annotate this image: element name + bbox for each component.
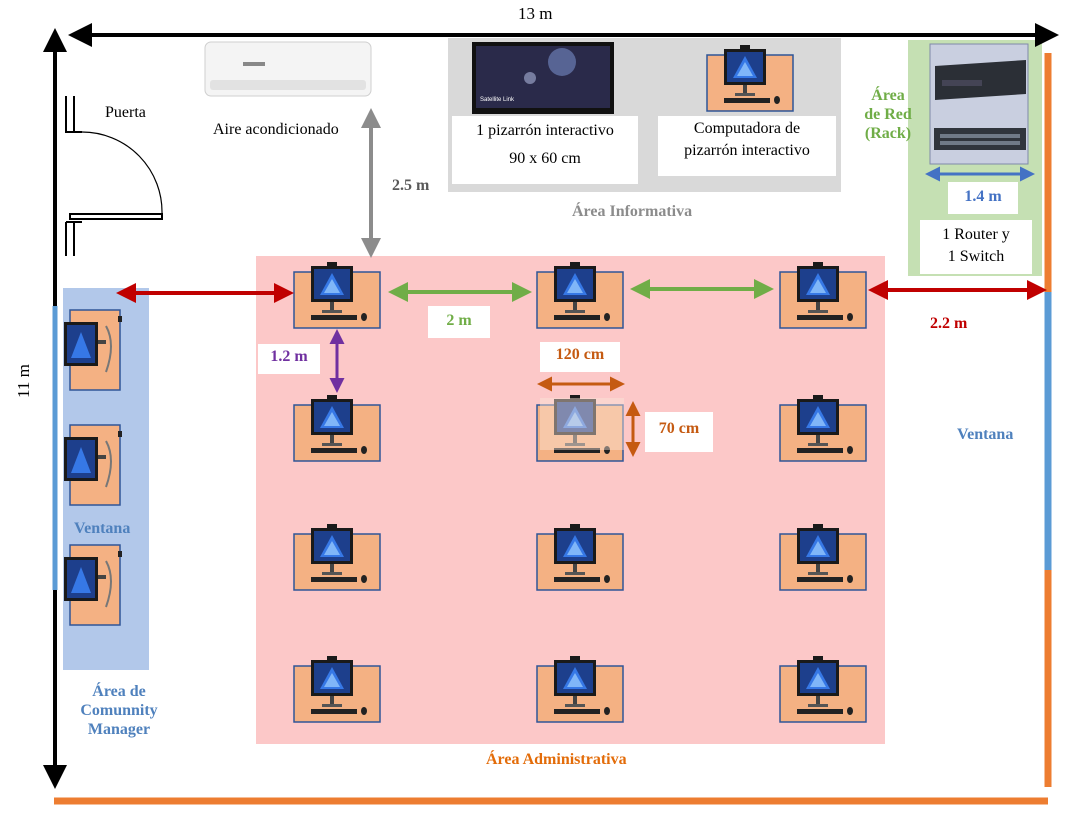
admin-workstation-r2-c1 [293,394,381,462]
board-computer-label-line2: pizarrón interactivo [684,141,810,159]
door-symbol [65,96,163,256]
network-title-line3: (Rack) [864,125,912,143]
community-workstation-1 [63,309,123,391]
rack-width-label: 1.4 m [948,182,1018,214]
admin-area-title: Área Administrativa [486,751,627,768]
desk-width-label: 120 cm [540,342,620,372]
network-equipment-label: 1 Router y 1 Switch [920,220,1032,274]
admin-workstation-r1-c1 [293,261,381,329]
admin-workstation-r4-c2 [536,655,624,723]
board-label: 1 pizarrón interactivo 90 x 60 cm [452,116,638,184]
community-workstation-3 [63,544,123,626]
v-spacing-label: 1.2 m [258,344,320,374]
ac-label: Aire acondicionado [213,121,339,138]
ac-clearance-label: 2.5 m [392,177,430,194]
h-spacing-label: 2 m [428,306,490,338]
board-computer-label: Computadora de pizarrón interactivo [658,116,836,176]
admin-workstation-r1-c2 [536,261,624,329]
interactive-board-image [472,42,614,114]
air-conditioner-unit [204,41,372,97]
admin-workstation-r4-c3 [779,655,867,723]
community-area-title: Área de Comunnity Manager [66,682,172,740]
network-title-line1: Área [871,87,905,104]
room-height-label: 11 m [14,364,33,398]
network-equipment-line2: 1 Switch [947,247,1005,265]
board-label-line2: 90 x 60 cm [509,149,581,167]
left-window-label: Ventana [74,520,131,537]
network-equipment-line1: 1 Router y [942,226,1010,243]
board-computer-label-line1: Computadora de [693,120,801,137]
network-area-title: Área de Red (Rack) [856,86,920,144]
board-screen-text: Satellite Link [480,97,515,103]
community-workstation-2 [63,424,123,506]
info-area-title: Área Informativa [572,203,693,220]
measured-desk-highlight [540,398,624,450]
community-workstations [63,309,123,626]
door-label: Puerta [105,104,146,121]
community-title-line2: Comunnity [80,702,158,720]
right-window-label: Ventana [957,426,1014,443]
room-width-label: 13 m [518,4,553,23]
network-title-line2: de Red [864,106,912,124]
admin-workstation-r3-c2 [536,523,624,591]
community-title-line3: Manager [87,721,151,739]
admin-workstation-r4-c1 [293,655,381,723]
admin-workstation-r1-c3 [779,261,867,329]
admin-workstation-r2-c3 [779,394,867,462]
rack-image [929,43,1029,165]
desk-depth-label: 70 cm [645,412,713,452]
wall-spacing-label: 2.2 m [930,315,968,332]
admin-workstation-r3-c1 [293,523,381,591]
info-board-computer [706,44,794,112]
admin-workstation-r3-c3 [779,523,867,591]
community-title-line1: Área de [92,683,146,700]
board-label-line1: 1 pizarrón interactivo [476,122,614,139]
